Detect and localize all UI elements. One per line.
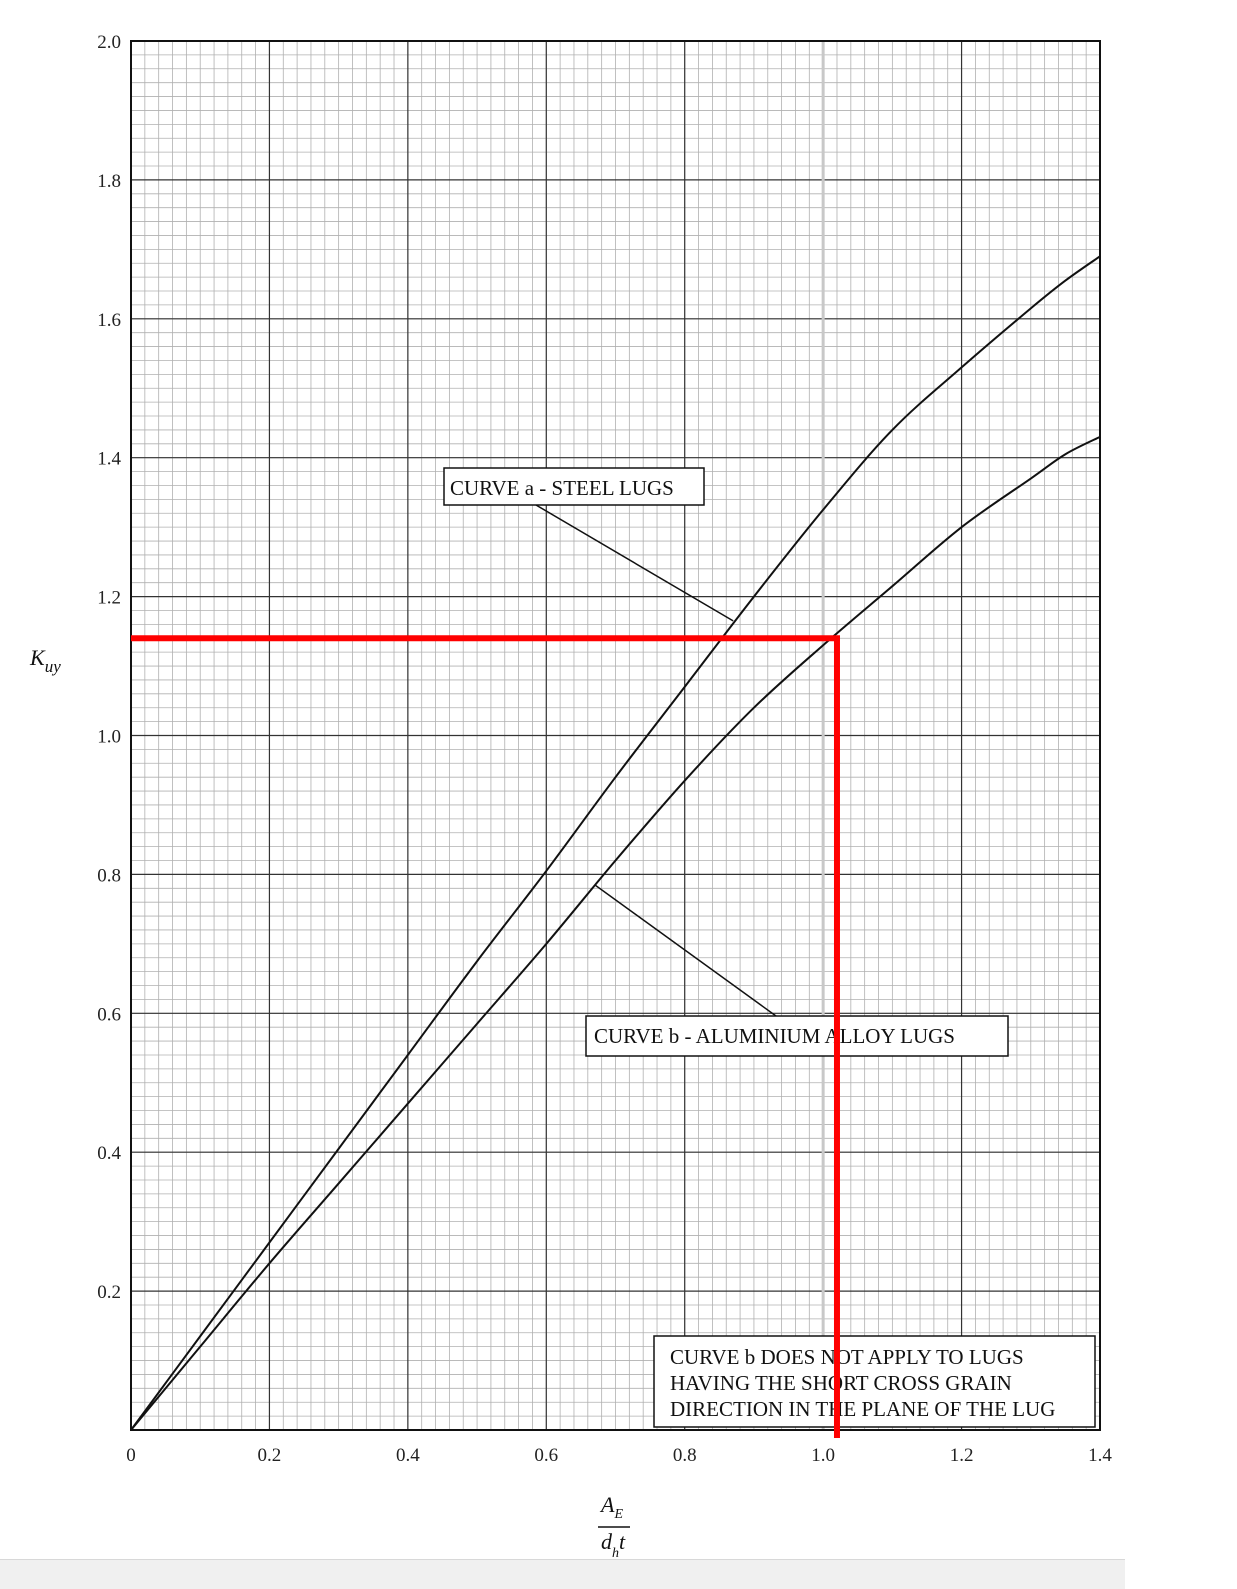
- label-box-curve-a: [443, 467, 705, 506]
- x-tick-label: 1.2: [950, 1445, 974, 1466]
- curve-b-line: [130, 435, 1101, 1431]
- x-axis-label-den-sub: h: [612, 1546, 619, 1561]
- x-tick-label: 1.4: [1088, 1445, 1112, 1466]
- x-axis-label-den-tail: t: [619, 1529, 626, 1554]
- curve-a-line: [130, 255, 1101, 1431]
- x-axis-label-denominator: dht: [601, 1529, 626, 1561]
- label-curve-b: CURVE b - ALUMINIUM ALLOY LUGS: [594, 1024, 955, 1048]
- y-axis-label-sub: uy: [45, 657, 62, 676]
- y-tick-label: 2.0: [97, 32, 121, 53]
- x-tick-label: 0.4: [396, 1445, 420, 1466]
- x-tick-label: 0.8: [673, 1445, 697, 1466]
- x-axis-label-numerator: AE: [599, 1492, 623, 1522]
- y-axis-label: Kuy: [29, 645, 61, 676]
- bottom-strip: [0, 1559, 1125, 1589]
- label-box-curve-b: [585, 1015, 1009, 1057]
- x-axis-label: AE dht: [598, 1492, 630, 1561]
- y-tick-label: 0.6: [97, 1004, 121, 1025]
- x-axis-label-num-main: A: [599, 1492, 615, 1517]
- note-line-1: CURVE b DOES NOT APPLY TO LUGS: [670, 1345, 1024, 1369]
- y-tick-label: 1.4: [97, 449, 121, 470]
- y-tick-label: 1.8: [97, 171, 121, 192]
- y-tick-label: 1.6: [97, 310, 121, 331]
- y-tick-labels: 0.2 0.4 0.6 0.8 1.0 1.2 1.4 1.6 1.8 2.0: [97, 32, 121, 1303]
- plot-frame: [130, 40, 1101, 1431]
- note-box: [653, 1335, 1096, 1428]
- leader-line-curve-b: [594, 884, 777, 1017]
- y-axis-label-main: K: [29, 645, 46, 670]
- x-tick-label: 0: [126, 1445, 136, 1466]
- leader-line-curve-a: [535, 504, 734, 622]
- y-tick-label: 1.2: [97, 588, 121, 609]
- y-tick-label: 0.4: [97, 1143, 121, 1164]
- y-tick-label: 0.8: [97, 865, 121, 886]
- y-tick-label: 0.2: [97, 1282, 121, 1303]
- note-line-3: DIRECTION IN THE PLANE OF THE LUG: [670, 1397, 1055, 1421]
- x-tick-labels: 0 0.2 0.4 0.6 0.8 1.0 1.2 1.4: [126, 1445, 1112, 1466]
- x-axis-label-num-sub: E: [613, 1507, 623, 1522]
- x-axis-label-den-main: d: [601, 1529, 613, 1554]
- note-line-2: HAVING THE SHORT CROSS GRAIN: [670, 1371, 1012, 1395]
- x-tick-label: 1.0: [811, 1445, 835, 1466]
- x-tick-label: 0.6: [534, 1445, 558, 1466]
- label-curve-a: CURVE a - STEEL LUGS: [450, 476, 674, 500]
- y-tick-label: 1.0: [97, 727, 121, 748]
- series-layer: [130, 255, 1101, 1431]
- x-tick-label: 0.2: [258, 1445, 282, 1466]
